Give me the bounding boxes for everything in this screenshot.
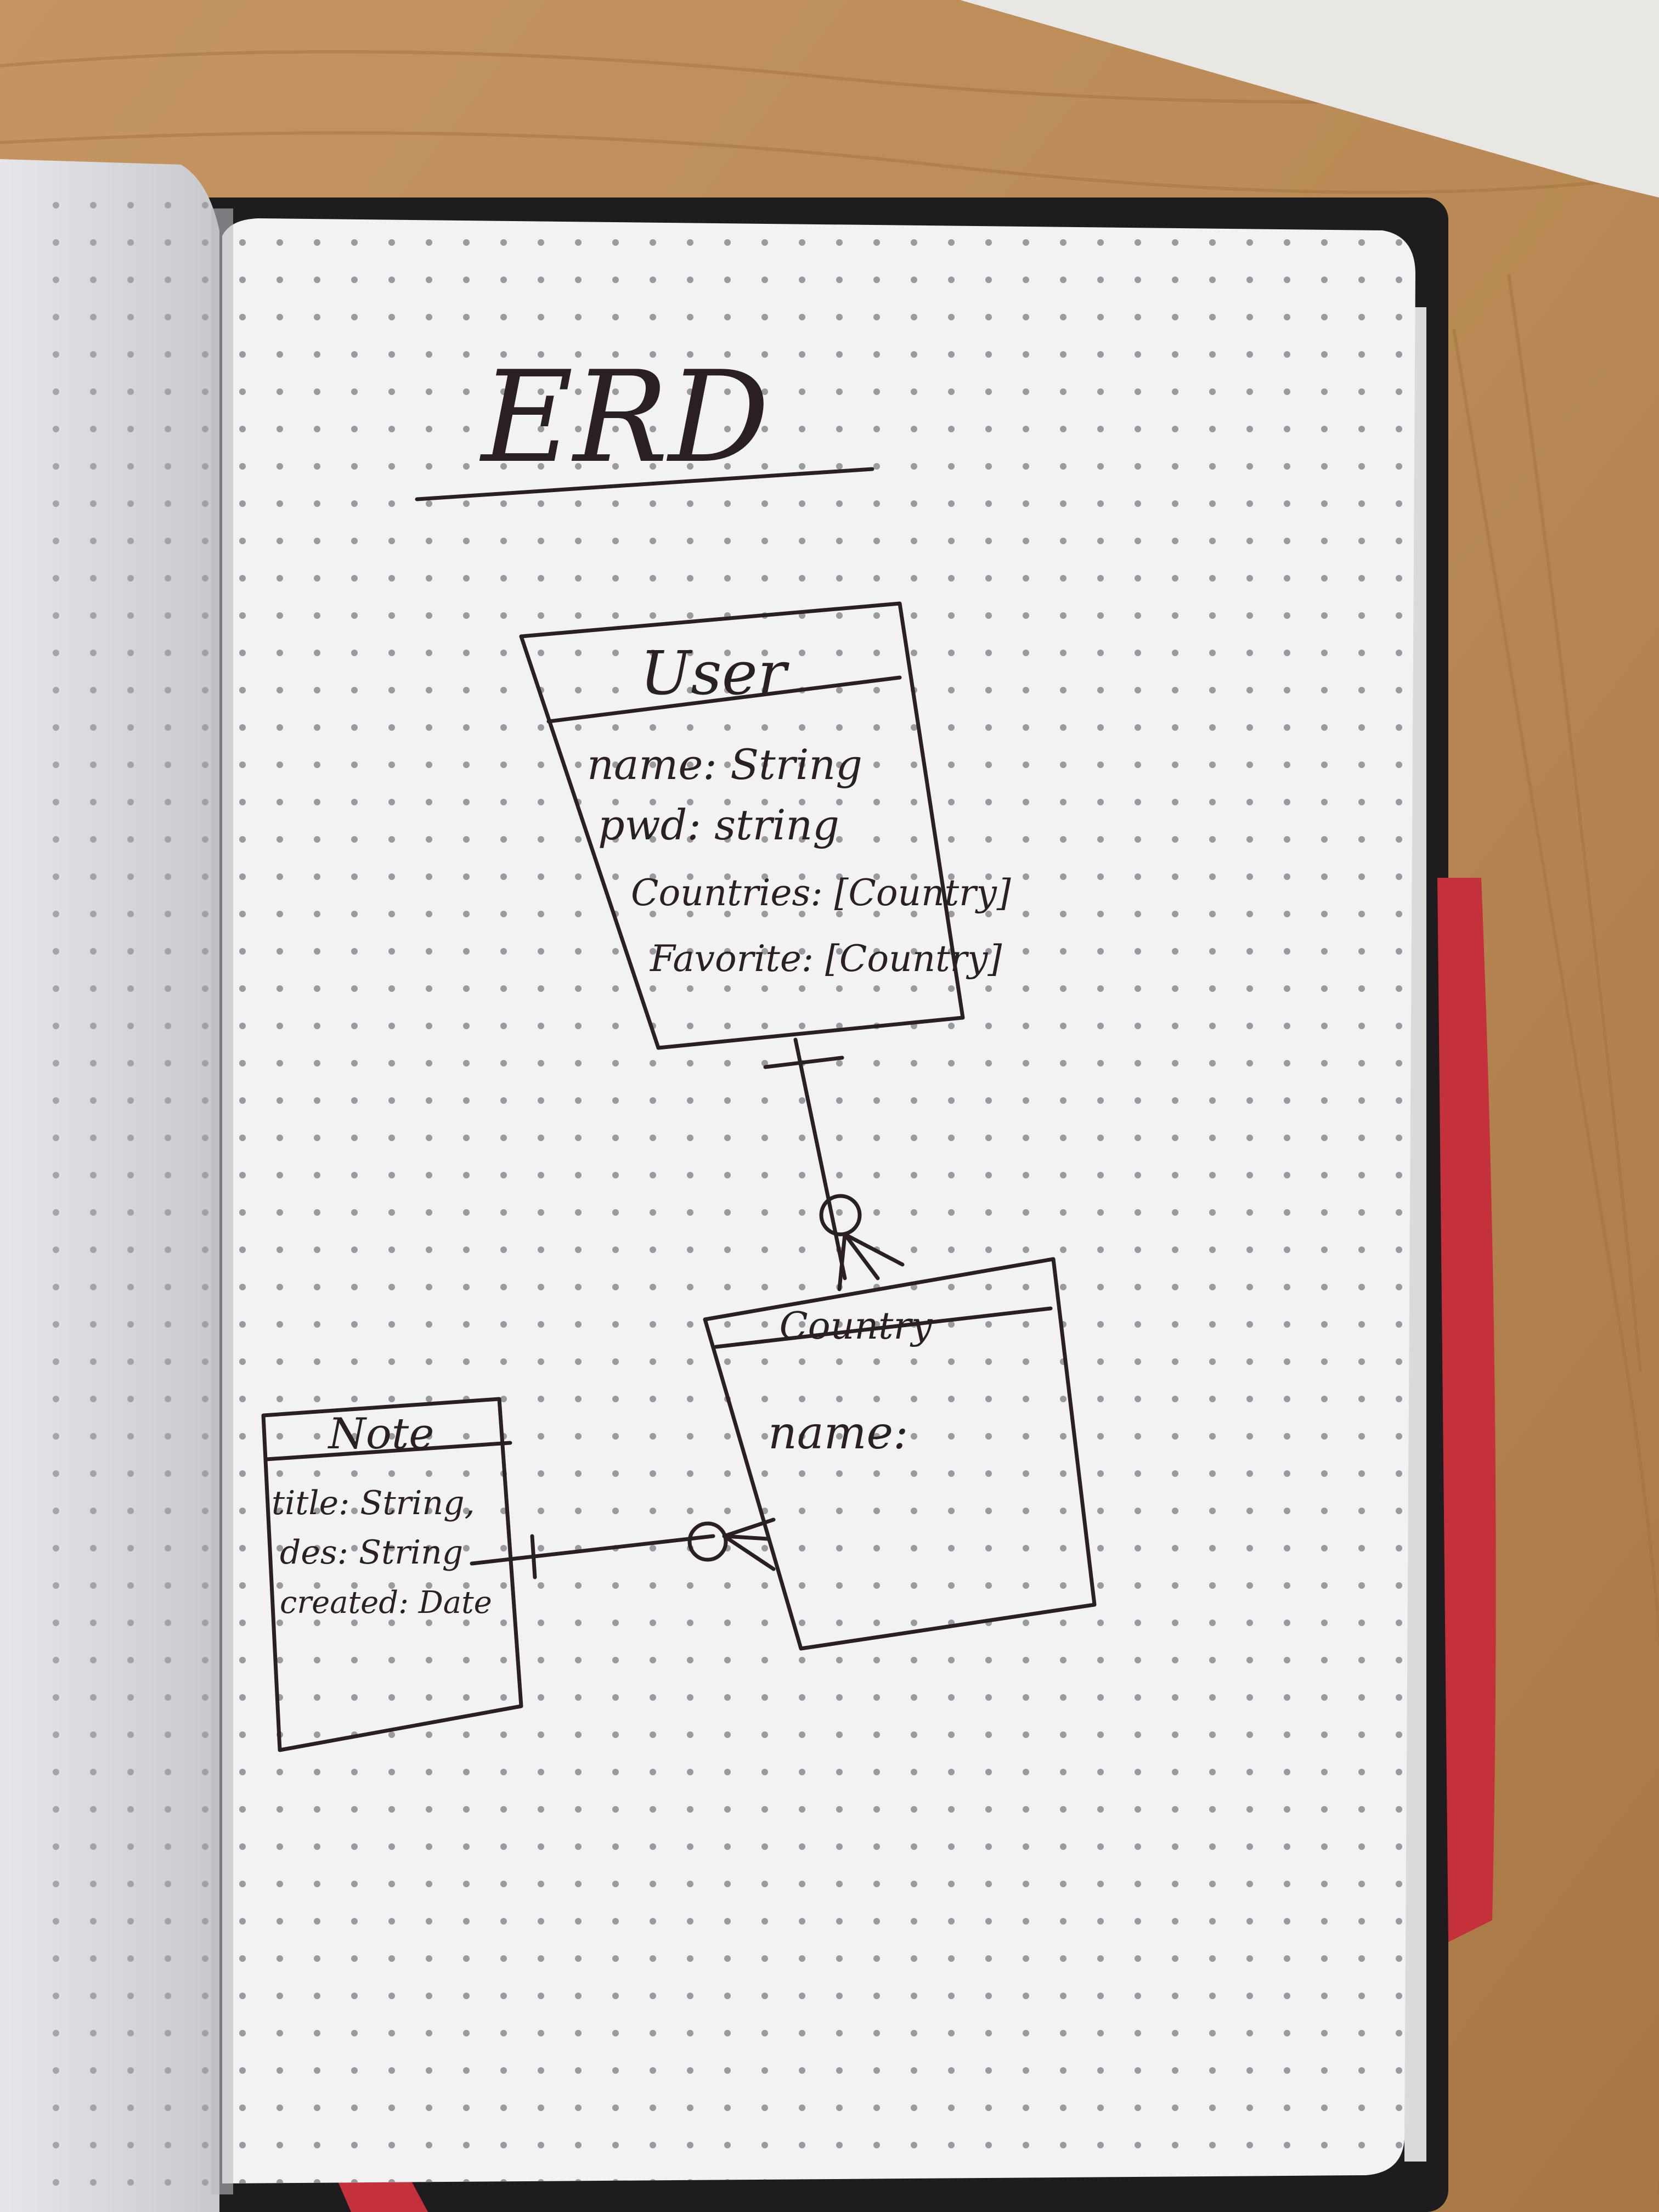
diagram-title: ERD <box>479 345 769 491</box>
title-underline <box>415 467 874 501</box>
gutter-shadow <box>211 208 233 2194</box>
entity-note: Note title: String, des: String created:… <box>261 1397 523 1752</box>
relationship-line <box>793 1037 847 1280</box>
entity-country-name: Country <box>780 1305 933 1348</box>
many-crowsfoot <box>722 1517 776 1571</box>
many-crowsfoot <box>837 1232 905 1291</box>
zero-marker <box>687 1521 728 1562</box>
entity-note-attr-2: des: String <box>280 1533 463 1572</box>
one-marker <box>763 1056 844 1069</box>
zero-marker <box>819 1194 862 1237</box>
entity-user-attr-2: pwd: string <box>598 800 839 849</box>
entity-country-divider <box>714 1306 1053 1349</box>
right-page-dots <box>222 219 1415 2183</box>
entity-user-attr-4: Favorite: [Country] <box>650 938 1002 980</box>
white-object-corner <box>960 0 1659 198</box>
entity-user-attr-3: Countries: [Country] <box>631 872 1011 914</box>
left-page-dots <box>22 187 208 2211</box>
entity-user-box <box>519 601 965 1050</box>
entity-user: User name: String pwd: string Countries:… <box>519 601 1011 1050</box>
entity-note-attr-3: created: Date <box>280 1585 492 1621</box>
relationship-user-country <box>763 1037 905 1291</box>
entity-user-divider <box>546 675 902 724</box>
entity-note-name: Note <box>328 1409 435 1459</box>
entity-user-attr-1: name: String <box>587 740 862 789</box>
entity-user-name: User <box>640 638 790 708</box>
entity-country-attr-1: name: <box>768 1407 909 1459</box>
erd-diagram: ERD User name: String pwd: string Countr… <box>261 345 1097 1752</box>
entity-note-attr-1: title: String, <box>272 1484 475 1522</box>
bookmark-ribbon <box>1437 878 1496 1942</box>
entity-note-box <box>261 1397 523 1752</box>
one-marker <box>530 1534 537 1579</box>
entity-note-divider <box>264 1441 512 1462</box>
